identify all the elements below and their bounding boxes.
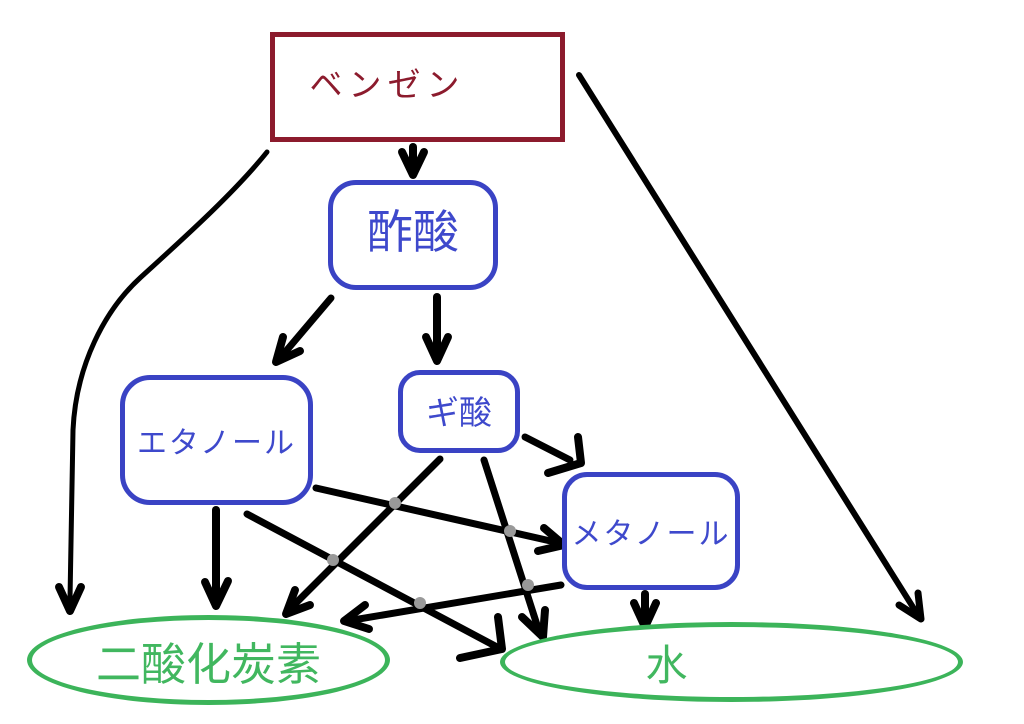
- node-methanol: メタノール: [562, 472, 740, 590]
- node-formic-acid: ギ酸: [398, 370, 520, 453]
- node-benzene-label: ベンゼン: [309, 65, 466, 104]
- line-crossing-markers: [327, 497, 534, 609]
- arrow-acetic-to-formic: [422, 293, 452, 365]
- arrow-ethanol-to-methanol: [312, 484, 568, 555]
- node-formic-acid-label: ギ酸: [426, 392, 492, 432]
- node-water-label: 水: [645, 640, 688, 690]
- arrow-formic-to-water: [480, 456, 549, 641]
- node-ethanol-label: エタノール: [136, 426, 297, 461]
- node-ethanol: エタノール: [120, 375, 313, 505]
- node-acetic-acid-label: 酢酸: [367, 205, 459, 259]
- node-water: 水: [500, 622, 963, 702]
- arrow-ethanol-to-co2: [201, 506, 232, 610]
- node-carbon-dioxide-label: 二酸化炭素: [95, 637, 321, 691]
- crossing-marker: [504, 525, 516, 537]
- arrow-methanol-to-water: [630, 590, 660, 631]
- arrow-formic-to-methanol: [521, 433, 585, 477]
- arrows: [55, 72, 925, 662]
- node-benzene: ベンゼン: [270, 32, 565, 142]
- node-methanol-label: メタノール: [571, 517, 731, 552]
- node-carbon-dioxide: 二酸化炭素: [27, 615, 390, 705]
- arrow-methanol-to-co2: [340, 581, 565, 633]
- crossing-marker: [414, 597, 426, 609]
- arrow-benzene-to-acetic: [398, 143, 428, 179]
- node-acetic-acid: 酢酸: [328, 180, 498, 290]
- crossing-marker: [522, 579, 534, 591]
- arrow-acetic-to-ethanol: [272, 294, 335, 366]
- crossing-marker: [327, 554, 339, 566]
- crossing-marker: [389, 497, 401, 509]
